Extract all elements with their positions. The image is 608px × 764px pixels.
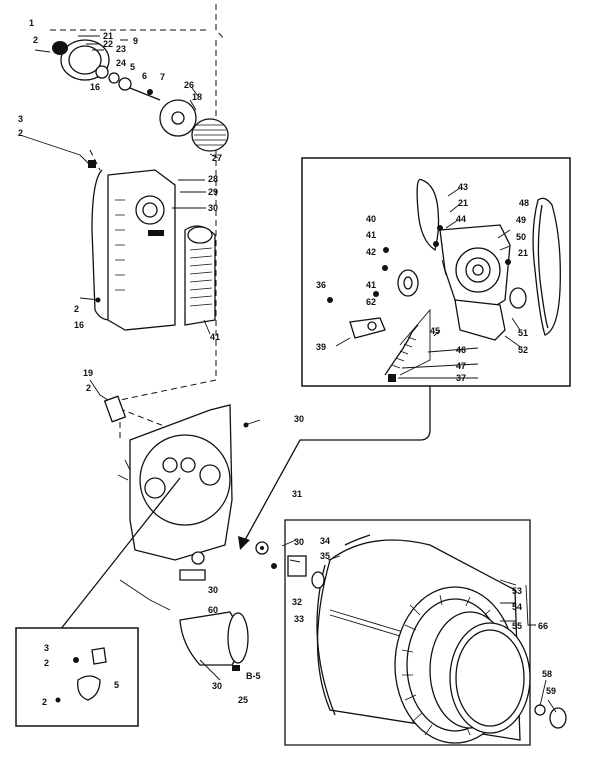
label-48: 48 <box>519 198 529 208</box>
label-30: 30 <box>212 681 222 691</box>
label-66: 66 <box>538 621 548 631</box>
part-labels: 1 21 22 2 23 9 24 5 6 7 16 26 18 27 3 2 … <box>18 18 556 707</box>
label-37: 37 <box>456 373 466 383</box>
label-44: 44 <box>456 214 466 224</box>
label-41: 41 <box>210 332 220 342</box>
label-58: 58 <box>542 669 552 679</box>
label-51: 51 <box>518 328 528 338</box>
page-code: B-5 <box>246 671 261 681</box>
label-47: 47 <box>456 361 466 371</box>
label-35: 35 <box>320 551 330 561</box>
label-2: 2 <box>33 35 38 45</box>
label-53: 53 <box>512 586 522 596</box>
label-3: 3 <box>44 643 49 653</box>
leader-ticks <box>78 35 557 713</box>
label-50: 50 <box>516 232 526 242</box>
label-24: 24 <box>116 58 126 68</box>
label-18: 18 <box>192 92 202 102</box>
label-30: 30 <box>208 203 218 213</box>
arrows <box>59 385 431 631</box>
label-59: 59 <box>546 686 556 696</box>
label-55: 55 <box>512 621 522 631</box>
label-21: 21 <box>458 198 468 208</box>
label-33: 33 <box>294 614 304 624</box>
label-39: 39 <box>316 342 326 352</box>
label-16: 16 <box>90 82 100 92</box>
label-2: 2 <box>42 697 47 707</box>
label-26: 26 <box>184 80 194 90</box>
small-inset <box>15 627 139 727</box>
label-2: 2 <box>18 128 23 138</box>
label-30: 30 <box>294 537 304 547</box>
label-32: 32 <box>292 597 302 607</box>
label-62: 62 <box>366 297 376 307</box>
label-27: 27 <box>212 153 222 163</box>
bulkhead-parts <box>19 134 216 331</box>
label-21: 21 <box>518 248 528 258</box>
label-29: 29 <box>208 187 218 197</box>
label-21: 21 <box>103 31 113 41</box>
label-16: 16 <box>74 320 84 330</box>
label-31: 31 <box>292 489 302 499</box>
drive-inset <box>301 157 571 387</box>
label-28: 28 <box>208 174 218 184</box>
label-3: 3 <box>18 114 23 124</box>
label-5: 5 <box>130 62 135 72</box>
label-41: 41 <box>366 230 376 240</box>
label-34: 34 <box>320 536 330 546</box>
label-9: 9 <box>133 36 138 46</box>
label-36: 36 <box>316 280 326 290</box>
label-2: 2 <box>74 304 79 314</box>
label-45: 45 <box>430 326 440 336</box>
label-60: 60 <box>208 605 218 615</box>
label-2: 2 <box>44 658 49 668</box>
rear-bulkhead <box>117 404 261 611</box>
label-23: 23 <box>116 44 126 54</box>
label-49: 49 <box>516 215 526 225</box>
label-40: 40 <box>366 214 376 224</box>
label-30: 30 <box>294 414 304 424</box>
drum-inset <box>255 519 567 746</box>
label-46: 46 <box>456 345 466 355</box>
label-6: 6 <box>142 71 147 81</box>
label-2: 2 <box>86 383 91 393</box>
bracket-19 <box>89 379 127 423</box>
label-41: 41 <box>366 280 376 290</box>
label-19: 19 <box>83 368 93 378</box>
motor-cluster <box>34 39 229 152</box>
label-43: 43 <box>458 182 468 192</box>
label-7: 7 <box>160 72 165 82</box>
label-1: 1 <box>29 18 34 28</box>
label-52: 52 <box>518 345 528 355</box>
label-42: 42 <box>366 247 376 257</box>
label-22: 22 <box>103 39 113 49</box>
label-30: 30 <box>208 585 218 595</box>
label-54: 54 <box>512 602 522 612</box>
heater-element <box>179 611 249 681</box>
label-25: 25 <box>238 695 248 705</box>
label-5: 5 <box>114 680 119 690</box>
